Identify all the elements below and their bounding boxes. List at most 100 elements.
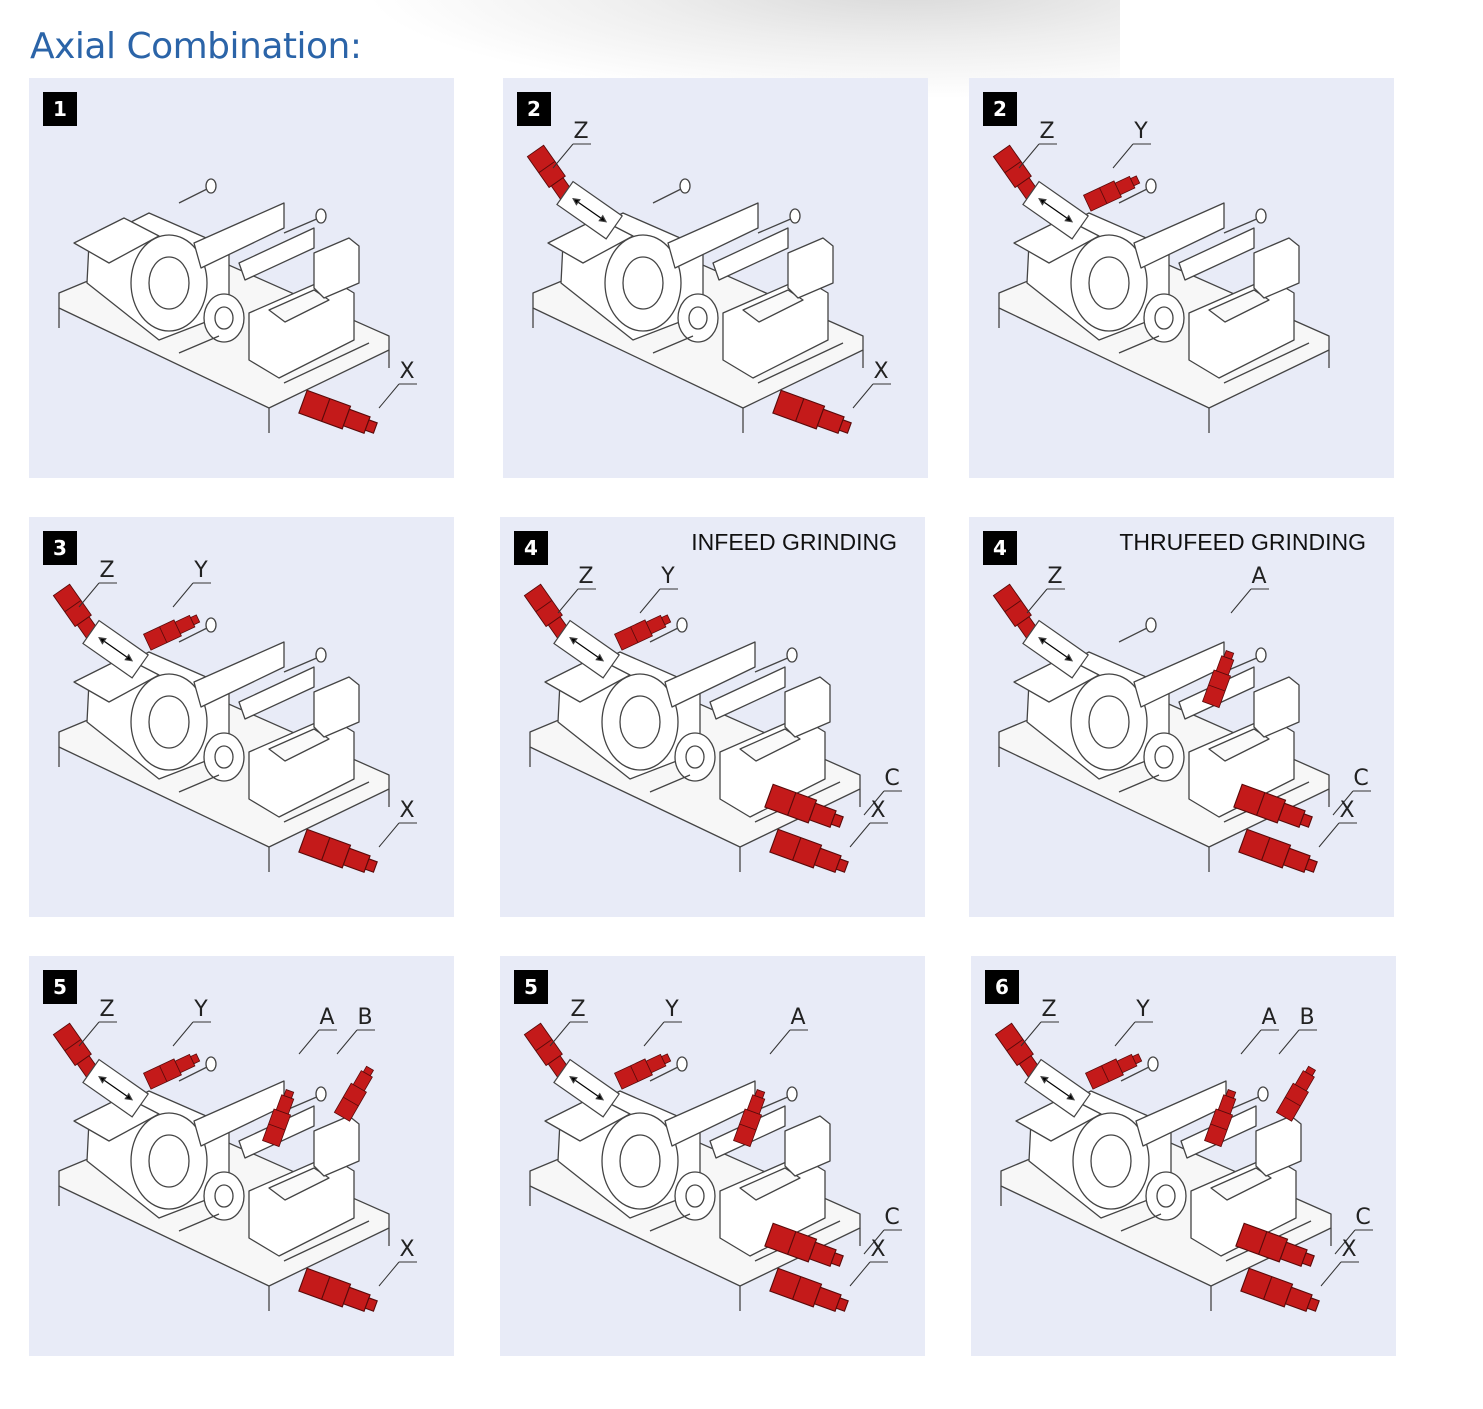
step-number-badge: 4: [514, 531, 548, 565]
axis-label-x: X: [399, 1237, 414, 1262]
axis-label-x: X: [399, 359, 414, 384]
z-axis-slide: [556, 180, 624, 240]
leader-line: [78, 582, 100, 608]
leader-line: [849, 822, 871, 848]
x-axis-actuator: [1238, 828, 1318, 874]
axis-label-b: B: [357, 1005, 372, 1030]
b-axis-actuator: [1275, 1065, 1317, 1122]
a-axis-actuator: [1204, 1089, 1237, 1148]
c-axis-actuator: [1235, 1222, 1315, 1268]
leader-line: [549, 1021, 571, 1047]
axis-label-z: Z: [1039, 119, 1054, 144]
y-axis-actuator: [142, 614, 201, 651]
y-axis-actuator: [613, 614, 672, 651]
leader-line: [1278, 1029, 1300, 1055]
x-axis-actuator: [1240, 1267, 1320, 1313]
step-number-badge: 2: [983, 92, 1017, 126]
a-axis-actuator: [1202, 650, 1235, 709]
step-number-badge: 2: [517, 92, 551, 126]
axis-label-y: Y: [193, 997, 208, 1022]
leader-line: [852, 383, 874, 409]
z-axis-slide: [1022, 180, 1090, 240]
axis-label-c: C: [1355, 1205, 1370, 1230]
leader-line: [378, 1261, 400, 1287]
axis-label-x: X: [873, 359, 888, 384]
axis-label-x: X: [870, 1237, 885, 1262]
c-axis-actuator: [1233, 783, 1313, 829]
axis-label-x: X: [399, 798, 414, 823]
machine-panel-3: Z Y 2: [969, 78, 1394, 478]
machine-illustration: X: [58, 178, 417, 435]
leader-line: [1112, 143, 1134, 169]
x-axis-actuator: [298, 828, 378, 874]
y-axis-actuator: [142, 1053, 201, 1090]
z-axis-slide: [1022, 619, 1090, 679]
z-axis-slide: [1024, 1058, 1092, 1118]
axis-label-z: Z: [1047, 564, 1062, 589]
axis-label-y: Y: [1135, 997, 1150, 1022]
axis-label-z: Z: [573, 119, 588, 144]
axis-label-z: Z: [99, 997, 114, 1022]
axis-label-z: Z: [570, 997, 585, 1022]
leader-line: [769, 1029, 791, 1055]
z-axis-slide: [82, 1058, 150, 1118]
b-axis-actuator: [333, 1065, 375, 1122]
leader-line: [557, 588, 579, 614]
leader-line: [639, 588, 661, 614]
axis-label-a: A: [1251, 564, 1266, 589]
leader-line: [1020, 1021, 1042, 1047]
leader-line: [1240, 1029, 1262, 1055]
c-axis-actuator: [764, 1222, 844, 1268]
y-axis-actuator: [613, 1053, 672, 1090]
leader-line: [1026, 588, 1048, 614]
axis-label-x: X: [1339, 798, 1354, 823]
y-axis-actuator: [1084, 1053, 1143, 1090]
machine-illustration: ZX: [526, 119, 891, 435]
axis-label-y: Y: [660, 564, 675, 589]
c-axis-actuator: [764, 783, 844, 829]
leader-line: [298, 1029, 320, 1055]
axis-label-y: Y: [1133, 119, 1148, 144]
axis-label-a: A: [319, 1005, 334, 1030]
step-number-badge: 4: [983, 531, 1017, 565]
y-axis-actuator: [1082, 175, 1141, 212]
x-axis-actuator: [298, 389, 378, 435]
panel-heading: THRUFEED GRINDING: [1119, 529, 1366, 555]
axis-label-y: Y: [664, 997, 679, 1022]
a-axis-actuator: [262, 1089, 295, 1148]
leader-line: [1018, 143, 1040, 169]
axis-label-c: C: [1353, 766, 1368, 791]
panel-heading: INFEED GRINDING: [691, 529, 897, 555]
leader-line: [863, 790, 885, 816]
z-axis-slide: [553, 1058, 621, 1118]
axis-label-c: C: [884, 1205, 899, 1230]
machine-illustration: Z A CX: [992, 564, 1371, 874]
x-axis-actuator: [769, 828, 849, 874]
step-number-badge: 6: [985, 970, 1019, 1004]
leader-line: [849, 1261, 871, 1287]
step-number-badge: 3: [43, 531, 77, 565]
grinder-machine-drawing: [58, 178, 390, 433]
z-axis-slide: [553, 619, 621, 679]
leader-line: [1318, 822, 1340, 848]
axis-label-x: X: [1341, 1237, 1356, 1262]
leader-line: [172, 582, 194, 608]
x-axis-actuator: [769, 1267, 849, 1313]
step-number-badge: 5: [43, 970, 77, 1004]
z-axis-slide: [82, 619, 150, 679]
leader-line: [1334, 1229, 1356, 1255]
leader-line: [552, 143, 574, 169]
leader-line: [643, 1021, 665, 1047]
